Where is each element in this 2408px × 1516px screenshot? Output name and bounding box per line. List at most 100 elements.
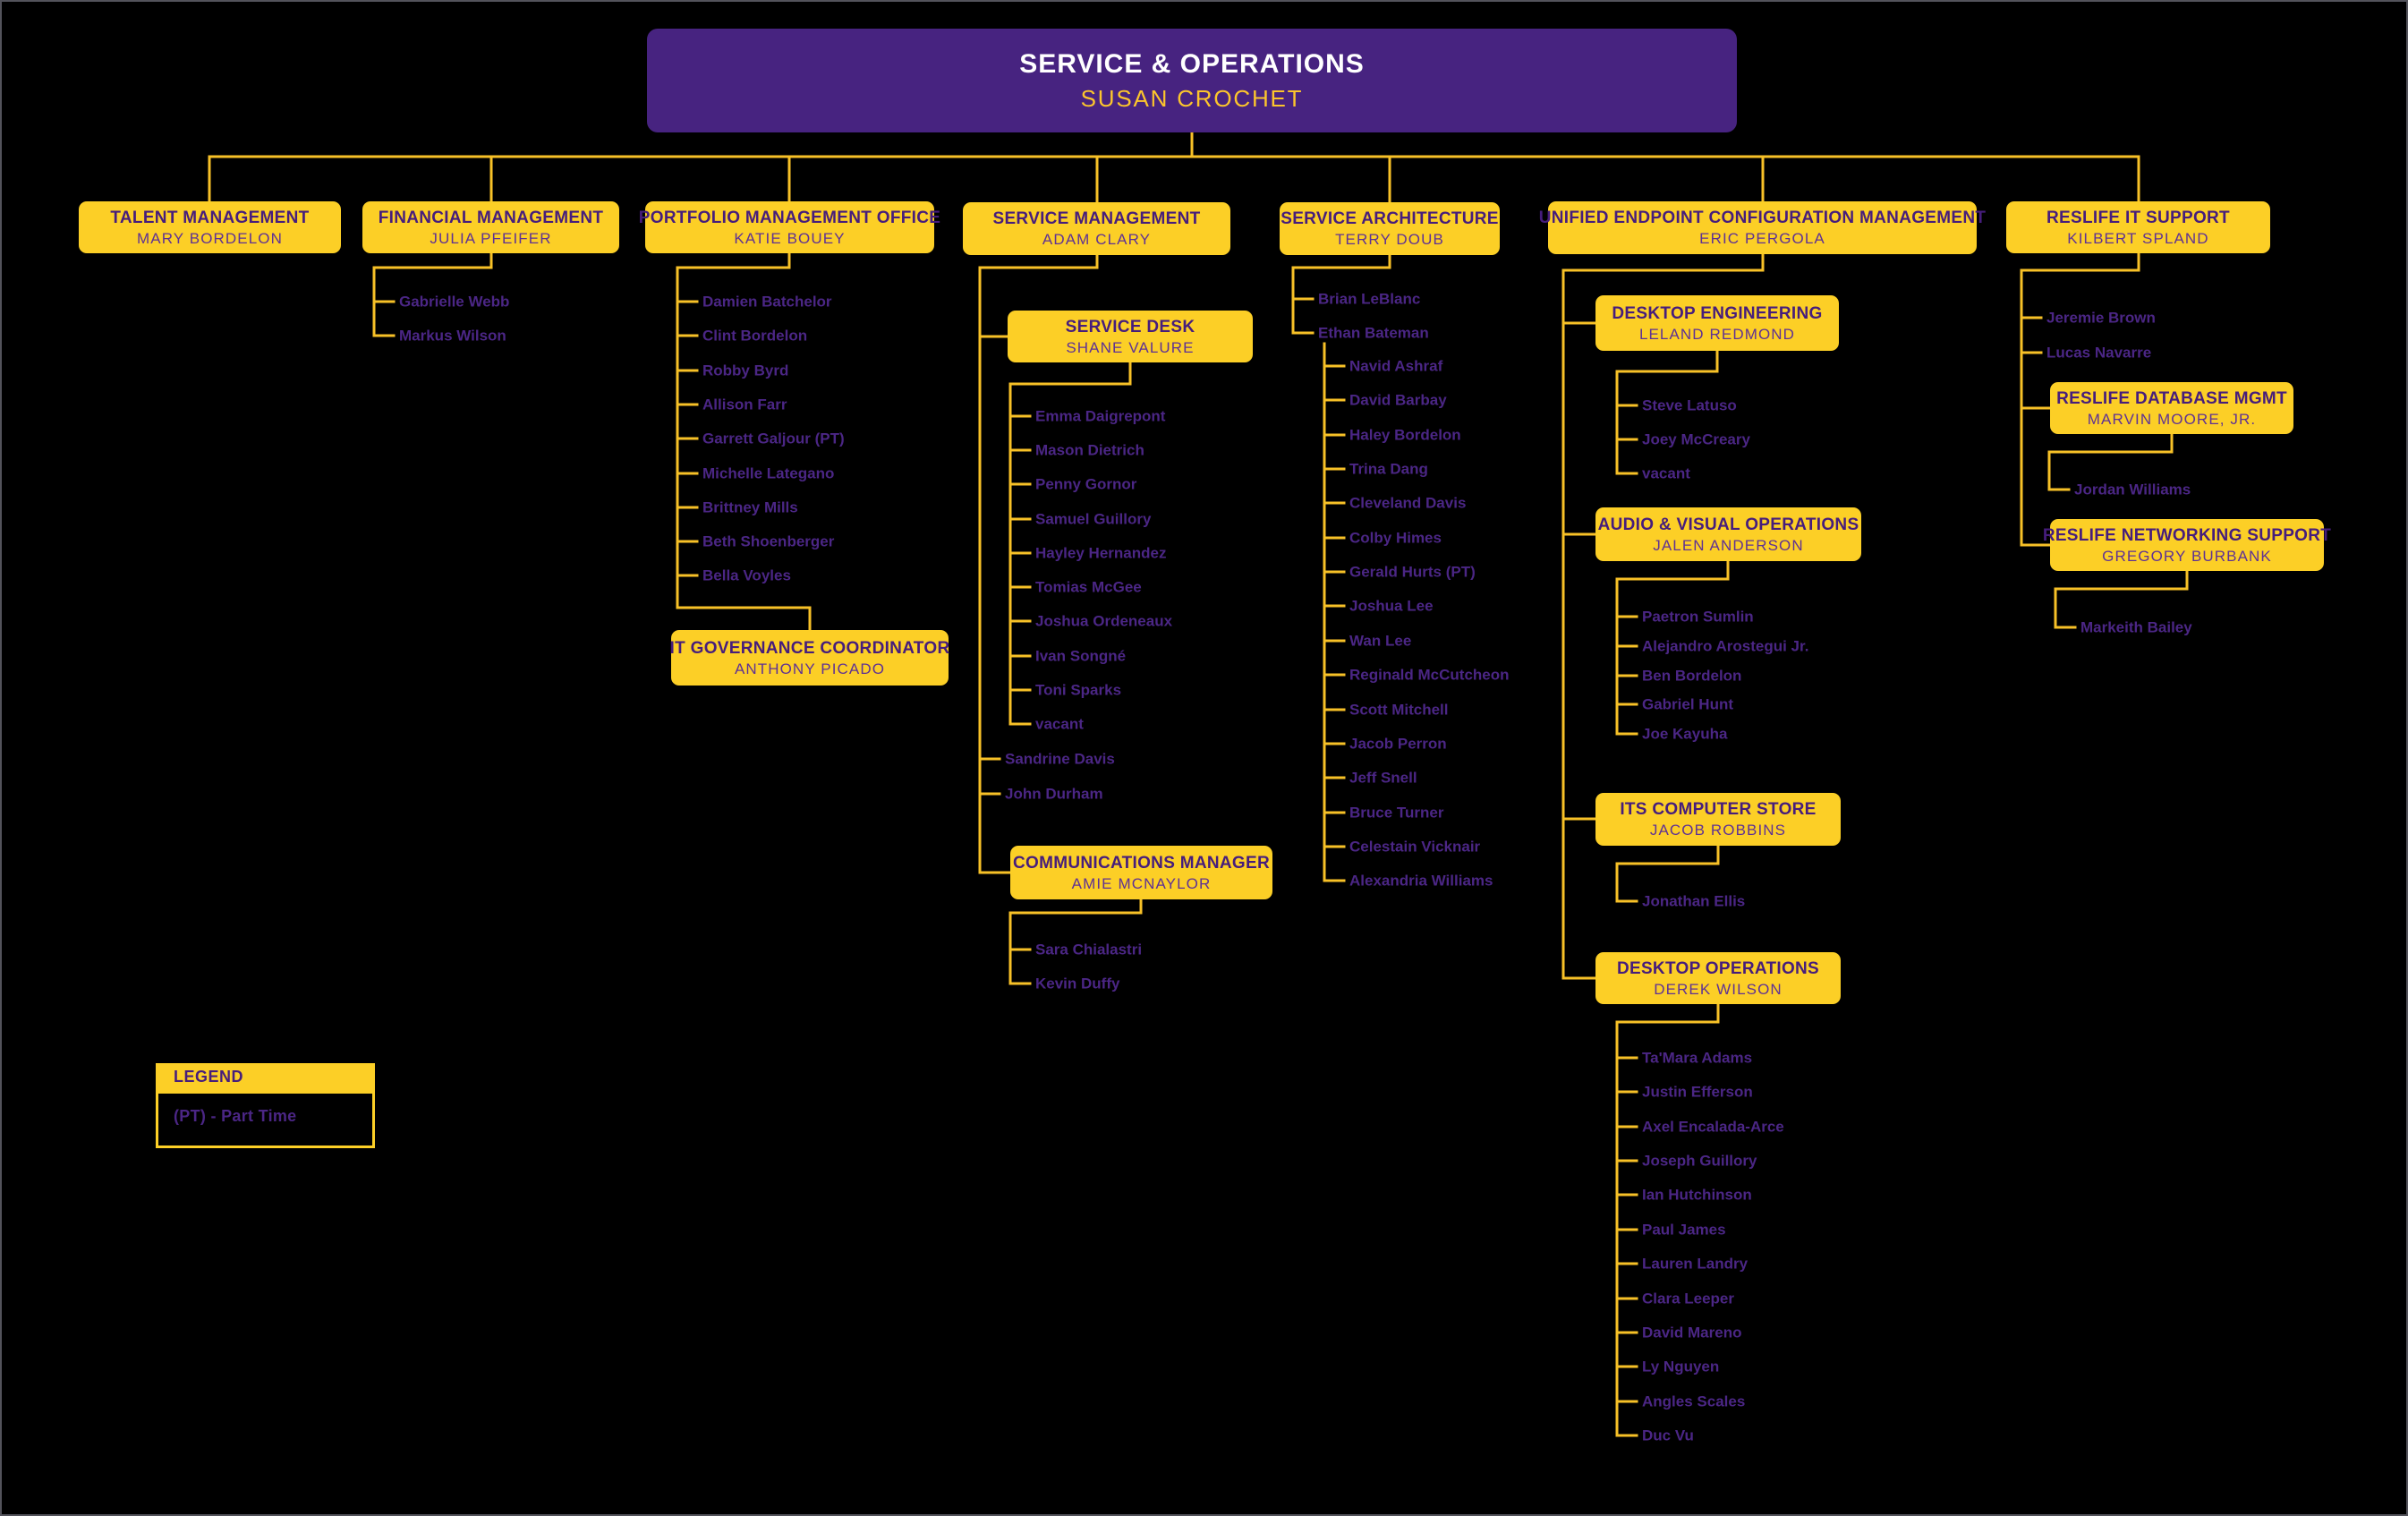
manager-name: MARY BORDELON <box>137 229 283 247</box>
person-item: Ian Hutchinson <box>1642 1186 1752 1204</box>
person-item: Angles Scales <box>1642 1393 1746 1410</box>
person-item: Joe Kayuha <box>1642 725 1728 743</box>
person-item: Joey McCreary <box>1642 430 1750 448</box>
dept-name: DESKTOP ENGINEERING <box>1612 303 1823 323</box>
person-item: Jeff Snell <box>1349 769 1417 787</box>
manager-name: TERRY DOUB <box>1335 231 1444 248</box>
person-item: vacant <box>1035 715 1084 733</box>
manager-name: ADAM CLARY <box>1042 231 1152 248</box>
person-item: Axel Encalada-Arce <box>1642 1118 1784 1136</box>
person-item: Joshua Ordeneaux <box>1035 612 1173 630</box>
person-item: Allison Farr <box>702 396 787 413</box>
person-item: Ta'Mara Adams <box>1642 1049 1753 1067</box>
dept-name: COMMUNICATIONS MANAGER <box>1013 853 1271 873</box>
person-item: Sandrine Davis <box>1005 750 1115 768</box>
manager-name: ERIC PERGOLA <box>1699 230 1825 247</box>
dept-box-reslife_net: RESLIFE NETWORKING SUPPORT GREGORY BURBAN… <box>2043 519 2331 571</box>
person-item: John Durham <box>1005 785 1103 803</box>
person-item: Lucas Navarre <box>2046 344 2152 362</box>
manager-name: MARVIN MOORE, JR. <box>2087 410 2257 428</box>
legend-header: LEGEND <box>156 1063 375 1091</box>
person-item: Jacob Perron <box>1349 735 1447 753</box>
dept-name: RESLIFE DATABASE MGMT <box>2056 388 2287 408</box>
dept-name: AUDIO & VISUAL OPERATIONS <box>1597 515 1859 534</box>
person-item: Cleveland Davis <box>1349 494 1467 512</box>
person-item: Brittney Mills <box>702 498 798 516</box>
manager-name: KILBERT SPLAND <box>2067 229 2209 247</box>
person-item: Celestain Vicknair <box>1349 838 1481 856</box>
person-item: Navid Ashraf <box>1349 357 1443 375</box>
person-item: Mason Dietrich <box>1035 441 1144 459</box>
dept-name: RESLIFE NETWORKING SUPPORT <box>2042 525 2332 545</box>
manager-name: JACOB ROBBINS <box>1649 822 1787 839</box>
dept-box-reslife_db: RESLIFE DATABASE MGMT MARVIN MOORE, JR. <box>2050 382 2293 434</box>
person-item: Penny Gornor <box>1035 475 1137 493</box>
legend-entry: (PT) - Part Time <box>156 1091 375 1148</box>
person-item: Jonathan Ellis <box>1642 892 1746 910</box>
connector-line <box>1615 349 1719 475</box>
person-item: Paul James <box>1642 1221 1726 1239</box>
person-item: Tomias McGee <box>1035 578 1142 596</box>
person-item: Trina Dang <box>1349 460 1428 478</box>
manager-name: KATIE BOUEY <box>734 229 846 247</box>
person-item: Gerald Hurts (PT) <box>1349 563 1476 581</box>
person-item: Wan Lee <box>1349 632 1412 650</box>
root-dept-box: SERVICE & OPERATIONS SUSAN CROCHET <box>647 29 1737 132</box>
dept-box-talent: TALENT MANAGEMENT MARY BORDELON <box>79 201 341 253</box>
person-item: Michelle Lategano <box>702 464 835 482</box>
person-item: Haley Bordelon <box>1349 426 1461 444</box>
manager-name: LELAND REDMOND <box>1638 325 1796 343</box>
dept-name: TALENT MANAGEMENT <box>110 208 310 227</box>
person-item: Scott Mitchell <box>1349 701 1449 719</box>
person-item: Justin Efferson <box>1642 1083 1753 1101</box>
dept-box-uecm: UNIFIED ENDPOINT CONFIGURATION MANAGEMEN… <box>1539 201 1986 254</box>
person-item: Bruce Turner <box>1349 804 1444 822</box>
person-item: Joseph Guillory <box>1642 1152 1757 1170</box>
person-item: Joshua Lee <box>1349 597 1434 615</box>
manager-name: DEREK WILSON <box>1654 980 1783 998</box>
person-item: Emma Daigrepont <box>1035 407 1166 425</box>
person-item: Markeith Bailey <box>2080 618 2192 636</box>
person-item: Lauren Landry <box>1642 1255 1749 1273</box>
connector-line <box>1615 844 1720 903</box>
person-item: Robby Byrd <box>702 362 789 379</box>
person-item: Alejandro Arostegui Jr. <box>1642 637 1809 655</box>
person-item: Brian LeBlanc <box>1318 290 1421 308</box>
person-item: Gabrielle Webb <box>399 293 510 311</box>
manager-name: JALEN ANDERSON <box>1653 536 1804 554</box>
connector-line <box>2054 569 2189 629</box>
person-item: Paetron Sumlin <box>1642 608 1754 626</box>
person-item: Reginald McCutcheon <box>1349 666 1510 684</box>
dept-box-pmo: PORTFOLIO MANAGEMENT OFFICE KATIE BOUEY <box>639 201 940 253</box>
person-item: Duc Vu <box>1642 1427 1694 1444</box>
dept-name: PORTFOLIO MANAGEMENT OFFICE <box>638 208 941 227</box>
person-item: vacant <box>1642 464 1690 482</box>
person-item: Bella Voyles <box>702 566 791 584</box>
person-item: Jeremie Brown <box>2046 309 2156 327</box>
person-item: Garrett Galjour (PT) <box>702 430 845 447</box>
manager-name: JULIA PFEIFER <box>430 229 552 247</box>
manager-name: AMIE MCNAYLOR <box>1071 874 1212 892</box>
person-item: Sara Chialastri <box>1035 941 1143 958</box>
person-item: Toni Sparks <box>1035 681 1122 699</box>
connector-line <box>1615 559 1730 736</box>
manager-name: GREGORY BURBANK <box>2102 547 2272 565</box>
connector-line <box>978 253 1099 874</box>
person-item: Gabriel Hunt <box>1642 695 1734 713</box>
person-item: David Mareno <box>1642 1324 1742 1341</box>
connector-line <box>2047 432 2174 491</box>
dept-name: SERVICE DESK <box>1065 317 1195 336</box>
manager-name: SHANE VALURE <box>1066 338 1195 356</box>
dept-box-desktop_eng: DESKTOP ENGINEERING LELAND REDMOND <box>1595 295 1839 351</box>
dept-box-service_desk: SERVICE DESK SHANE VALURE <box>1008 311 1253 362</box>
dept-name: DESKTOP OPERATIONS <box>1616 958 1820 978</box>
person-item: David Barbay <box>1349 391 1447 409</box>
dept-box-av_ops: AUDIO & VISUAL OPERATIONS JALEN ANDERSON <box>1595 507 1861 561</box>
